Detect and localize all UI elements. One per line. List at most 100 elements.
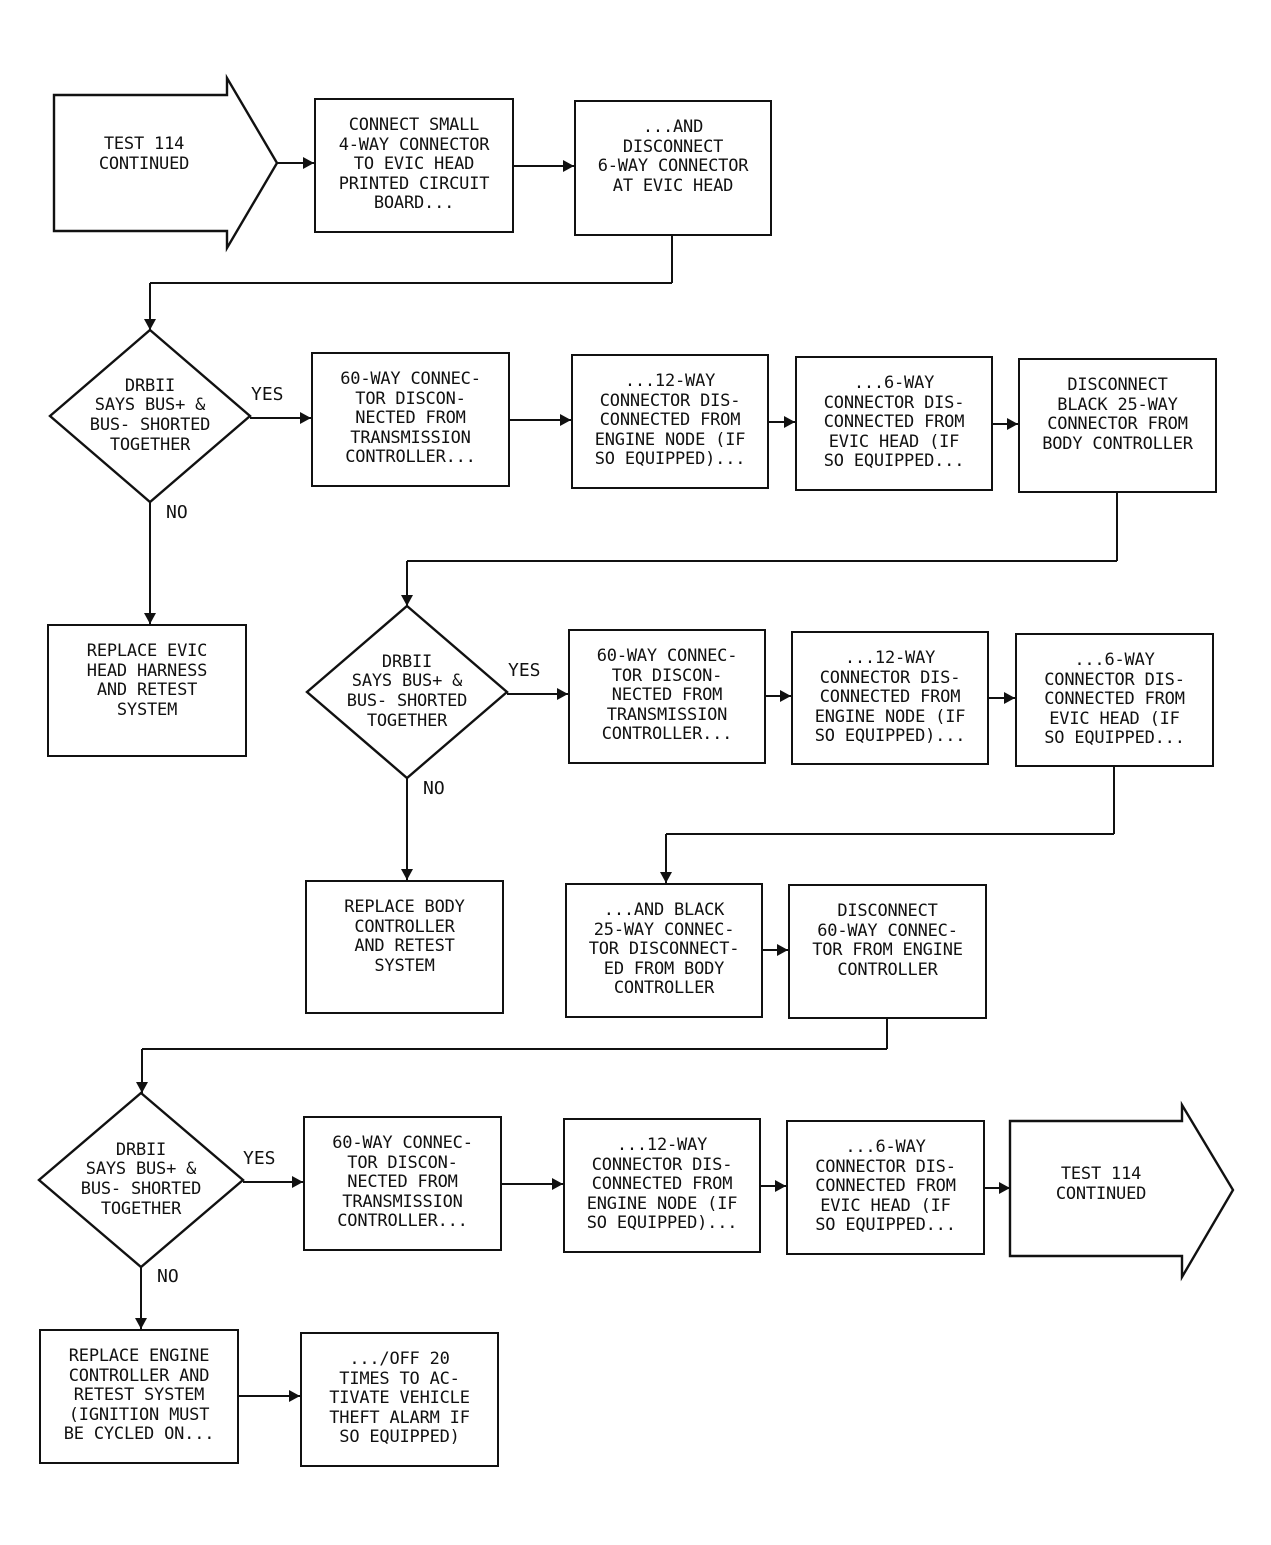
label-line: TRANSMISSION: [350, 427, 471, 448]
label-line: BODY CONTROLLER: [1042, 433, 1193, 454]
label-line: ...12-WAY: [624, 371, 716, 391]
label-line: REPLACE ENGINE: [68, 1346, 210, 1366]
label-line: AND RETEST: [96, 680, 198, 701]
label-line: BLACK 25-WAY: [1057, 394, 1178, 415]
label-line: 60-WAY CONNEC-: [596, 646, 738, 666]
label-line: 60-WAY CONNEC-: [332, 1133, 473, 1153]
decision-no-label-2: NO: [423, 778, 445, 799]
arrowhead: [777, 944, 788, 956]
label-line: CONNECTOR DIS-: [815, 1156, 956, 1177]
label-line: SO EQUIPPED...: [823, 451, 965, 472]
arrowhead: [560, 414, 571, 426]
arrowhead: [144, 319, 156, 330]
decision-no-label-1: NO: [166, 502, 188, 523]
label-line: BE CYCLED ON...: [63, 1424, 215, 1445]
label-line: SO EQUIPPED)...: [594, 449, 746, 470]
label-line: TOR DISCON-: [355, 388, 466, 409]
label-line: BUS- SHORTED: [346, 691, 468, 711]
label-line: TOR DISCON-: [347, 1152, 458, 1173]
arrowhead: [552, 1178, 563, 1190]
label-line: ...6-WAY: [1074, 650, 1155, 670]
label-line: TIMES TO AC-: [339, 1368, 460, 1389]
label-line: DRBII: [124, 375, 176, 396]
label-line: CONNECTOR DIS-: [591, 1154, 733, 1175]
label-line: TOGETHER: [109, 434, 191, 455]
label-line: CONNECTOR DIS-: [1044, 669, 1185, 690]
label-line: TRANSMISSION: [606, 704, 728, 725]
label-line: HEAD HARNESS: [86, 660, 208, 681]
label-line: CONTROLLER AND: [68, 1365, 210, 1386]
label-line: ...AND: [642, 117, 704, 137]
arrowhead: [775, 1180, 786, 1192]
label-line: TRANSMISSION: [342, 1191, 463, 1212]
label-line: ...AND BLACK: [603, 900, 725, 920]
arrowhead: [999, 1182, 1010, 1194]
label-line: TIVATE VEHICLE: [329, 1388, 470, 1409]
label-line: CONNECTOR DIS-: [819, 667, 961, 688]
label-line: CONTROLLER...: [345, 447, 476, 468]
label-line: TEST 114: [1060, 1164, 1142, 1185]
decision-diamond-1: [48, 328, 252, 504]
decision-diamond-2: [305, 604, 509, 780]
label-line: 25-WAY CONNEC-: [593, 919, 735, 940]
label-line: TOR FROM ENGINE: [812, 940, 963, 961]
label-line: DRBII: [115, 1139, 167, 1160]
label-line: SO EQUIPPED)...: [586, 1213, 738, 1234]
label-line: (IGNITION MUST: [68, 1404, 210, 1425]
label-line: DISCONNECT: [1067, 375, 1168, 395]
label-line: CONTINUED: [98, 154, 190, 174]
label-line: CONTROLLER...: [337, 1211, 468, 1232]
label-line: 6-WAY CONNECTOR: [597, 156, 749, 177]
label-line: THEFT ALARM IF: [329, 1407, 470, 1428]
arrowhead: [784, 416, 795, 428]
label-line: ENGINE NODE (IF: [814, 706, 966, 727]
decision-diamond-3: [37, 1091, 245, 1269]
decision-yes-label-3: YES: [243, 1148, 276, 1169]
label-line: SO EQUIPPED)...: [814, 726, 966, 747]
label-line: 60-WAY CONNEC-: [340, 369, 481, 389]
label-line: EVIC HEAD (IF: [1049, 708, 1180, 729]
label-line: CONNECTED FROM: [1044, 689, 1185, 710]
label-line: BUS- SHORTED: [89, 415, 211, 435]
label-line: BUS- SHORTED: [80, 1179, 202, 1199]
label-line: TO EVIC HEAD: [353, 154, 475, 175]
label-line: CONNECTED FROM: [823, 412, 965, 433]
arrowhead: [292, 1176, 303, 1188]
label-line: ENGINE NODE (IF: [586, 1193, 738, 1214]
label-line: ED FROM BODY: [603, 958, 725, 979]
label-line: NECTED FROM: [611, 685, 723, 706]
start-block-arrow: [52, 73, 279, 253]
label-line: DRBII: [381, 651, 433, 672]
label-line: CONTROLLER: [354, 916, 455, 937]
label-line: CONNECTOR DIS-: [823, 392, 965, 413]
label-line: SO EQUIPPED...: [1044, 728, 1185, 749]
label-line: SO EQUIPPED): [339, 1427, 460, 1448]
end-block-arrow: [1008, 1100, 1235, 1282]
label-line: AT EVIC HEAD: [612, 175, 734, 196]
arrowhead: [401, 595, 413, 606]
label-line: EVIC HEAD (IF: [828, 431, 960, 452]
label-line: DISCONNECT: [837, 901, 938, 921]
label-line: NECTED FROM: [347, 1172, 458, 1193]
label-line: EVIC HEAD (IF: [820, 1195, 951, 1216]
label-line: AND RETEST: [354, 936, 455, 957]
label-line: TOR DISCON-: [611, 665, 723, 686]
arrowhead: [780, 690, 791, 702]
